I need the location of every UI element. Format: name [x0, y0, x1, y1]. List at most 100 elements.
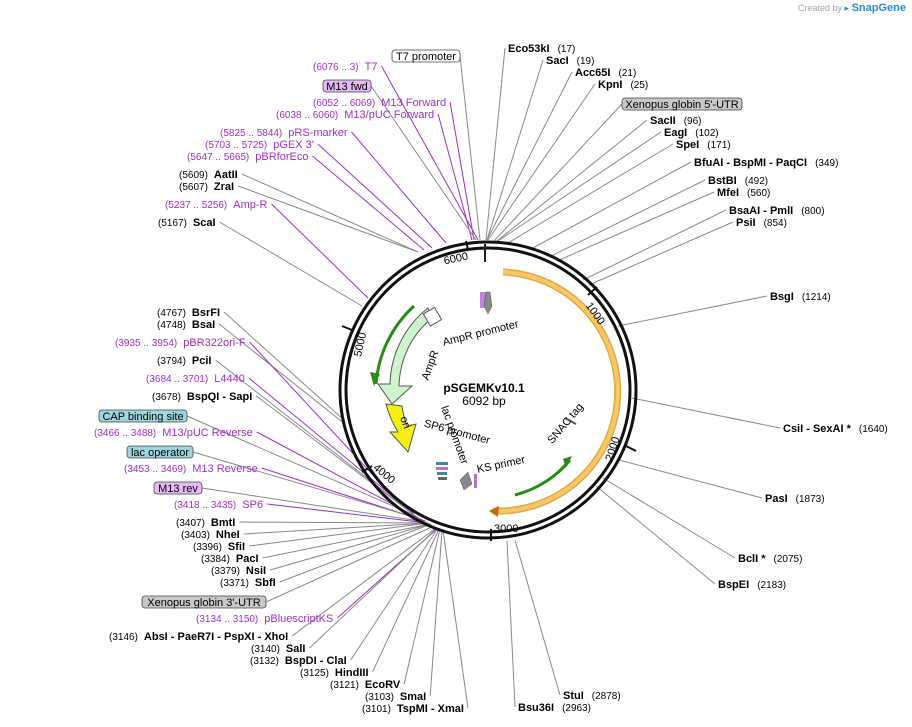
- site-position: (19): [577, 56, 595, 67]
- snac-tag-marker: [564, 417, 577, 425]
- site-label-right: PasI(1873): [765, 493, 825, 505]
- site-label-right: CsiI - SexAI *(1640): [783, 423, 888, 435]
- connector-line: [403, 528, 441, 685]
- site-label-left: (5607)ZraI: [179, 181, 234, 193]
- connector-line: [370, 85, 477, 241]
- ampr-label: AmpR: [420, 349, 442, 382]
- site-position: (3134 .. 3150): [196, 614, 258, 625]
- site-position: (102): [695, 128, 718, 139]
- site-label-left: (5167)ScaI: [158, 217, 216, 229]
- feature-box-bg: [98, 409, 188, 423]
- site-position: (3140): [251, 644, 280, 655]
- site-label-left: (3134 .. 3150)pBluescriptKS: [196, 613, 333, 625]
- site-name: SpeI: [676, 139, 699, 151]
- site-label-left: (3125)HindIII: [300, 667, 369, 679]
- site-position: (3132): [250, 656, 279, 667]
- connector-line: [265, 525, 435, 603]
- site-label-left: (5703 .. 5725)pGEX 3': [205, 139, 314, 151]
- connector-line: [507, 143, 674, 244]
- site-position: (1640): [859, 424, 888, 435]
- connector-line: [351, 131, 447, 244]
- site-name: BspDI - ClaI: [285, 655, 347, 667]
- site-label-left: (3935 .. 3954) pBR322ori-F: [115, 337, 246, 349]
- site-label-left: (3121)EcoRV: [330, 679, 401, 691]
- site-label-left: (3453 .. 3469)M13 Reverse: [124, 463, 258, 475]
- site-name: M13 Reverse: [192, 463, 257, 475]
- connector-line: [530, 161, 692, 250]
- site-name: NsiI: [246, 565, 266, 577]
- connector-line: [237, 185, 419, 253]
- site-name: Eco53kI: [508, 43, 550, 55]
- connector-line: [617, 295, 768, 327]
- site-position: (3407): [176, 518, 205, 529]
- site-label-left: (6052 .. 6069) M13 Forward: [313, 97, 446, 109]
- site-position: (3403): [181, 530, 210, 541]
- site-position: (2183): [757, 580, 786, 591]
- site-labels: (6076 .. 3)T7(6052 .. 6069)M13 Forward(6…: [94, 43, 888, 715]
- sp6-promoter-arrow: [459, 471, 473, 491]
- connector-line: [317, 143, 433, 249]
- site-position: (3794): [157, 356, 186, 367]
- connector-line: [496, 119, 648, 242]
- site-position: (5237 .. 5256): [165, 200, 227, 211]
- connector-line: [429, 529, 443, 697]
- connector-line: [239, 521, 429, 524]
- site-name: BspEI: [718, 579, 749, 591]
- site-position: (6052 .. 6069): [313, 98, 375, 109]
- ampr-promoter-label: AmpR promoter: [442, 318, 521, 349]
- feature-box-label: T7 promoter: [396, 51, 456, 63]
- site-name: pBR322ori-F: [183, 337, 246, 349]
- site-name: BclI *: [738, 553, 766, 565]
- connector-line: [219, 221, 363, 307]
- ampr-green-arrowhead: [370, 372, 380, 386]
- connector-line: [487, 83, 596, 241]
- feature-box-bg: [126, 445, 194, 459]
- connector-line: [631, 397, 781, 429]
- site-label-left: (3371)SbfI: [220, 577, 276, 589]
- connector-line: [449, 101, 475, 241]
- site-label-left: (3794)PciI: [157, 355, 211, 367]
- plasmid-length: 6092 bp: [462, 394, 506, 408]
- site-name: SP6: [242, 499, 263, 511]
- site-name: BsaAI - PmlI: [729, 205, 793, 217]
- connector-line: [262, 523, 431, 559]
- feature-box: Xenopus globin 3'-UTR: [141, 595, 267, 609]
- site-label-left: (3101)TspMI - XmaI: [362, 703, 464, 715]
- site-name: M13/pUC Reverse: [162, 427, 252, 439]
- site-label-right: BclI *(2075): [738, 553, 802, 565]
- connector-line: [381, 65, 479, 241]
- ampr-feature-arrow: [377, 307, 433, 405]
- site-name: BfuAI - BspMI - PaqCI: [694, 157, 807, 169]
- site-label-left: (3396)SfiI: [193, 541, 245, 553]
- site-label-left: (6038 .. 6060)M13/pUC Forward: [276, 109, 434, 121]
- orf-arc-inner: [492, 270, 620, 514]
- connector-line: [486, 59, 544, 241]
- site-label-left: (5647 .. 5665)pBRforEco: [187, 151, 308, 163]
- site-position: (3146): [109, 632, 138, 643]
- feature-box-bg: [391, 49, 461, 63]
- site-position: (3684 .. 3701): [146, 374, 208, 385]
- site-name: EcoRV: [365, 679, 401, 691]
- site-position: (2878): [592, 691, 621, 702]
- site-position: (3125): [300, 668, 329, 679]
- connector-line: [291, 527, 437, 637]
- tick-3000: 3000: [494, 523, 518, 535]
- site-name: pGEX 3': [273, 139, 314, 151]
- connector-line: [514, 539, 561, 696]
- connector-line: [256, 395, 415, 516]
- connector-line: [459, 55, 481, 241]
- site-position: (25): [630, 80, 648, 91]
- connector-line: [279, 523, 432, 583]
- site-position: (5607): [179, 182, 208, 193]
- snapgene-credit: Created by ▸ SnapGene: [798, 2, 906, 14]
- site-name: AatII: [214, 169, 238, 181]
- site-name: PacI: [236, 553, 259, 565]
- site-name: MfeI: [717, 187, 739, 199]
- feature-box: T7 promoter: [391, 49, 461, 63]
- site-name: M13 Forward: [381, 97, 446, 109]
- feature-box-bg: [621, 97, 743, 111]
- site-position: (3935 .. 3954): [115, 338, 177, 349]
- site-name: BstBI: [708, 175, 737, 187]
- site-label-left: (5237 .. 5256)Amp-R: [165, 199, 268, 211]
- site-position: (5647 .. 5665): [187, 152, 249, 163]
